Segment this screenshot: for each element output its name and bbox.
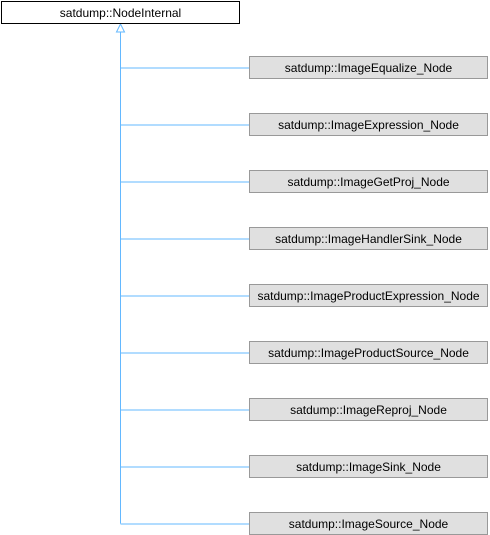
derived-node-label: satdump::ImageHandlerSink_Node — [275, 231, 462, 246]
derived-node-label: satdump::ImageReproj_Node — [290, 402, 447, 417]
node-satdump-imageproductsource-node[interactable]: satdump::ImageProductSource_Node — [249, 341, 488, 364]
node-satdump-imagegetproj-node[interactable]: satdump::ImageGetProj_Node — [249, 170, 488, 193]
node-satdump-imageproductexpression-node[interactable]: satdump::ImageProductExpression_Node — [249, 284, 488, 307]
node-satdump-imagereproj-node[interactable]: satdump::ImageReproj_Node — [249, 398, 488, 421]
node-satdump-imagehandlersink-node[interactable]: satdump::ImageHandlerSink_Node — [249, 227, 488, 250]
derived-node-label: satdump::ImageProductExpression_Node — [257, 288, 480, 303]
derived-node-label: satdump::ImageEqualize_Node — [284, 60, 453, 75]
derived-node-label: satdump::ImageProductSource_Node — [268, 345, 469, 360]
node-satdump-imagesink-node[interactable]: satdump::ImageSink_Node — [249, 455, 488, 478]
node-satdump-imageexpression-node[interactable]: satdump::ImageExpression_Node — [249, 113, 488, 136]
node-satdump-imagesource-node[interactable]: satdump::ImageSource_Node — [249, 512, 488, 535]
node-satdump-nodeinternal[interactable]: satdump::NodeInternal — [1, 1, 240, 24]
base-node-label: satdump::NodeInternal — [59, 5, 182, 20]
derived-node-label: satdump::ImageExpression_Node — [278, 117, 459, 132]
node-satdump-imageequalize-node[interactable]: satdump::ImageEqualize_Node — [249, 56, 488, 79]
derived-node-label: satdump::ImageSource_Node — [288, 516, 449, 531]
derived-node-label: satdump::ImageSink_Node — [296, 459, 441, 474]
inheritance-arrowhead — [115, 22, 126, 33]
derived-node-label: satdump::ImageGetProj_Node — [287, 174, 450, 189]
